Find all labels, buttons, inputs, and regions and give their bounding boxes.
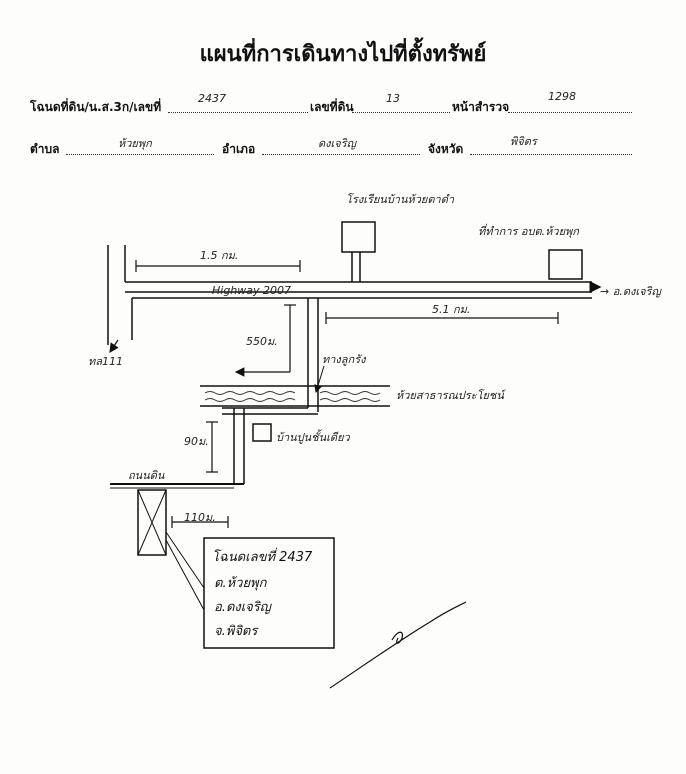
school-label: โรงเรียนบ้านห้วยตาดำ (346, 193, 455, 206)
canal-label: ห้วยสาธารณประโยชน์ (396, 389, 504, 402)
dist-5-1-label: 5.1 กม. (432, 303, 471, 316)
deed-dots (168, 112, 308, 113)
district-value: ดงเจริญ (318, 137, 357, 150)
property-plot (137, 489, 167, 556)
subdistrict-value: ห้วยพุก (118, 137, 152, 150)
dist-90-label: 90ม. (184, 435, 209, 448)
subdistrict-dots (66, 154, 214, 155)
survey-label: หน้าสำรวจ (452, 100, 510, 114)
road-111-arrow (109, 339, 119, 353)
page-title: แผนที่การเดินทางไปที่ตั้งทรัพย์ (199, 42, 487, 67)
path-label: ทางลูกรัง (322, 353, 366, 366)
office-building (548, 249, 583, 280)
house (252, 423, 272, 442)
land-no-value: 13 (386, 92, 400, 105)
survey-value: 1298 (548, 90, 576, 103)
office-label: ที่ทำการ อบต.ห้วยพุก (478, 225, 579, 238)
box-line-4: จ.พิจิตร (214, 624, 258, 639)
path-arrow (314, 365, 325, 393)
signature (329, 601, 467, 689)
province-dots (470, 154, 632, 155)
box-line-1: โฉนดเลขที่ 2437 (212, 550, 313, 565)
box-line-2: ต.ห้วยพุก (214, 576, 267, 591)
road-111-label: ทล111 (88, 355, 123, 368)
deed-label: โฉนดที่ดิน/น.ส.3ก/เลขที่ (30, 100, 162, 114)
province-value: พิจิตร (510, 135, 537, 148)
land-no-dots (352, 112, 450, 113)
dist-110-label: 110ม. (184, 511, 216, 524)
dist-550-label: 550ม. (246, 335, 278, 348)
leader-line-2 (165, 539, 205, 611)
subdistrict-label: ตำบล (30, 142, 60, 156)
house-label: บ้านปูนชั้นเดียว (276, 431, 350, 444)
district-label: อำเภอ (222, 142, 256, 156)
dist-1-5-label: 1.5 กม. (200, 249, 239, 262)
dirt-road-label: ถนนดิน (128, 469, 165, 482)
to-dongcharoen-label: → อ.ดงเจริญ (600, 285, 661, 298)
deed-value: 2437 (198, 92, 226, 105)
survey-dots (508, 112, 632, 113)
leader-line-1 (165, 531, 205, 589)
province-label: จังหวัด (428, 142, 464, 156)
info-box (203, 537, 335, 649)
district-dots (262, 154, 420, 155)
canal-water-1 (204, 391, 381, 395)
highway-label: Highway 2007 (212, 284, 292, 297)
school-building (341, 221, 376, 253)
box-line-3: อ.ดงเจริญ (214, 600, 271, 615)
canal-water-2 (204, 398, 381, 402)
land-no-label: เลขที่ดิน (310, 100, 354, 114)
